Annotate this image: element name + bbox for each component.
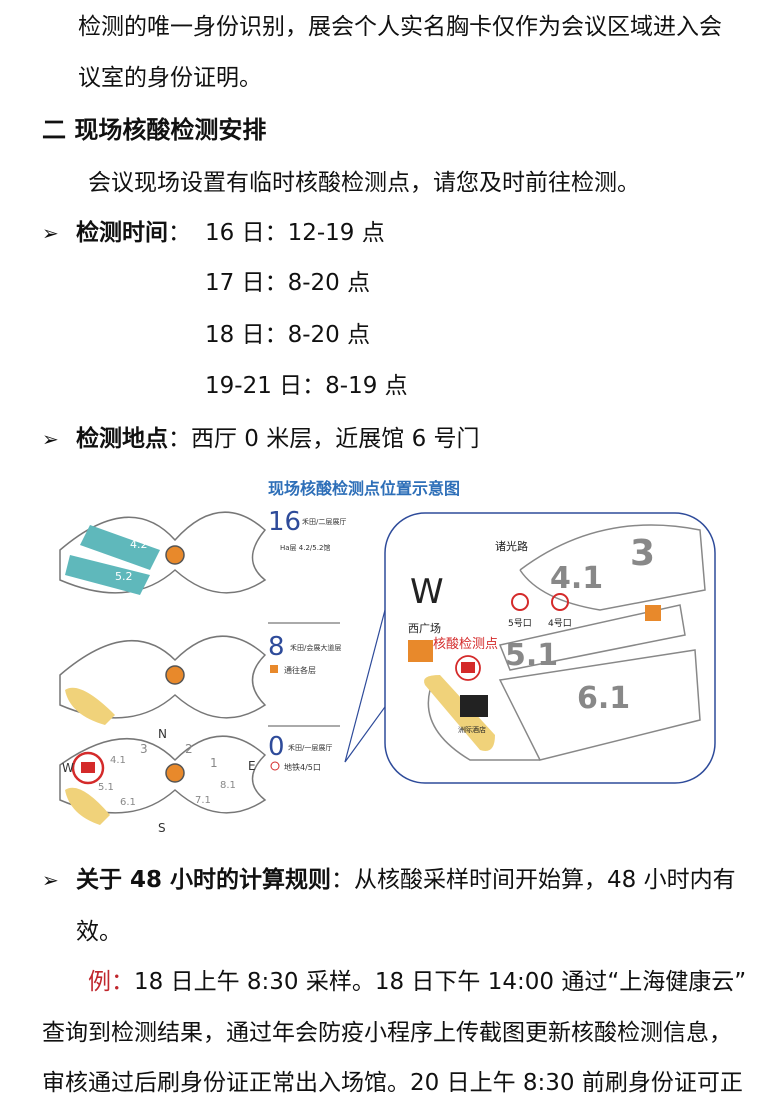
bullet-arrow-icon: ➢ bbox=[42, 221, 59, 245]
level-number: 0 bbox=[268, 732, 285, 762]
taxi-icon bbox=[408, 640, 433, 662]
compass-s: S bbox=[158, 821, 166, 835]
road-label: 诸光路 bbox=[495, 539, 528, 553]
paragraph-line: 议室的身份证明。 bbox=[78, 65, 262, 91]
time-row: 17 日：8-20 点 bbox=[205, 270, 371, 296]
level-name: 禾田/一层展厅 bbox=[288, 744, 332, 752]
level-0-plan bbox=[59, 735, 267, 825]
map-title: 现场核酸检测点位置示意图 bbox=[268, 479, 460, 498]
example-line: 查询到检测结果，通过年会防疫小程序上传截图更新核酸检测信息， bbox=[42, 1020, 732, 1046]
level-16-plan bbox=[59, 511, 267, 595]
place-label: 检测地点 bbox=[76, 426, 168, 452]
hall-label: 7.1 bbox=[195, 795, 211, 806]
bullet-arrow-icon: ➢ bbox=[42, 868, 59, 892]
hall-label: 3 bbox=[630, 533, 655, 574]
time-row: 16 日：12-19 点 bbox=[205, 220, 385, 246]
example-line: 例：18 日上午 8:30 采样。18 日下午 14:00 通过“上海健康云” bbox=[88, 967, 746, 997]
metro-icon bbox=[511, 593, 529, 611]
rule-line-2: 效。 bbox=[76, 919, 122, 945]
level-number: 16 bbox=[268, 507, 301, 537]
section-heading: 二 现场核酸检测安排 bbox=[42, 116, 267, 144]
example-line: 审核通过后刷身份证正常出入场馆。20 日上午 8:30 前刷身份证可正 bbox=[42, 1070, 743, 1096]
hall-label: 4.1 bbox=[550, 561, 603, 596]
paragraph-line: 检测的唯一身份识别，展会个人实名胸卡仅作为会议区域进入会 bbox=[78, 14, 722, 40]
rule-text: ：从核酸采样时间开始算，48 小时内有 bbox=[331, 867, 736, 893]
bullet-arrow-icon: ➢ bbox=[42, 427, 59, 451]
hall-label: 8.1 bbox=[220, 780, 236, 791]
exit-label: 4号口 bbox=[548, 618, 572, 629]
hall-label: 6.1 bbox=[577, 681, 630, 716]
intro-text: 会议现场设置有临时核酸检测点，请您及时前往检测。 bbox=[88, 170, 640, 196]
rule-line: 关于 48 小时的计算规则：从核酸采样时间开始算，48 小时内有 bbox=[76, 865, 736, 895]
legend-item: 通往各层 bbox=[284, 665, 316, 675]
level-sub: Ha层 4.2/5.2馆 bbox=[280, 543, 330, 552]
level-8-plan bbox=[59, 635, 267, 725]
test-point-marker bbox=[455, 655, 481, 681]
level-number: 8 bbox=[268, 632, 285, 662]
compass-w: W bbox=[62, 761, 74, 775]
metro-icon bbox=[551, 593, 569, 611]
exit-label: 5号口 bbox=[508, 618, 532, 629]
hall-label: 6.1 bbox=[120, 797, 136, 808]
hall-label: 1 bbox=[210, 756, 218, 770]
place-value: ：西厅 0 米层，近展馆 6 号门 bbox=[168, 426, 480, 452]
test-site-map: 现场核酸检测点位置示意图 4.2 5.2 16 禾田/二层展厅 Ha层 4.2/… bbox=[59, 479, 716, 835]
hall-label: 2 bbox=[185, 742, 193, 756]
plaza-label: 西广场 bbox=[408, 621, 441, 635]
hotel-icon bbox=[460, 695, 488, 717]
hall-label: 4.2 bbox=[130, 538, 148, 551]
hall-label: 5.1 bbox=[98, 782, 114, 793]
rule-label: 关于 48 小时的计算规则 bbox=[76, 867, 332, 893]
level-name: 禾田/会展大道层 bbox=[290, 643, 341, 652]
hotel-label: 洲际酒店 bbox=[458, 725, 486, 734]
hall-label: 5.1 bbox=[505, 638, 558, 673]
compass-e: E bbox=[248, 759, 256, 773]
time-row: 18 日：8-20 点 bbox=[205, 322, 371, 348]
time-label: 检测时间： bbox=[76, 218, 191, 248]
hall-label: 3 bbox=[140, 742, 148, 756]
test-point-label: 核酸检测点 bbox=[433, 637, 498, 652]
compass-n: N bbox=[158, 727, 167, 741]
hall-label: 5.2 bbox=[115, 570, 133, 583]
time-label-text: 检测时间 bbox=[76, 220, 168, 246]
example-label: 例： bbox=[88, 969, 134, 995]
sep: ： bbox=[168, 220, 191, 246]
hall-label: 4.1 bbox=[110, 755, 126, 766]
time-row: 19-21 日：8-19 点 bbox=[205, 373, 408, 399]
west-label: W bbox=[410, 572, 444, 612]
level-name: 禾田/二层展厅 bbox=[302, 518, 346, 526]
first-aid-icon bbox=[461, 662, 475, 673]
example-text: 18 日上午 8:30 采样。18 日下午 14:00 通过“上海健康云” bbox=[134, 969, 747, 995]
escalator-icon bbox=[645, 605, 661, 621]
place-line: 检测地点：西厅 0 米层，近展馆 6 号门 bbox=[76, 424, 480, 454]
legend-item: 地铁4/5口 bbox=[284, 762, 321, 772]
